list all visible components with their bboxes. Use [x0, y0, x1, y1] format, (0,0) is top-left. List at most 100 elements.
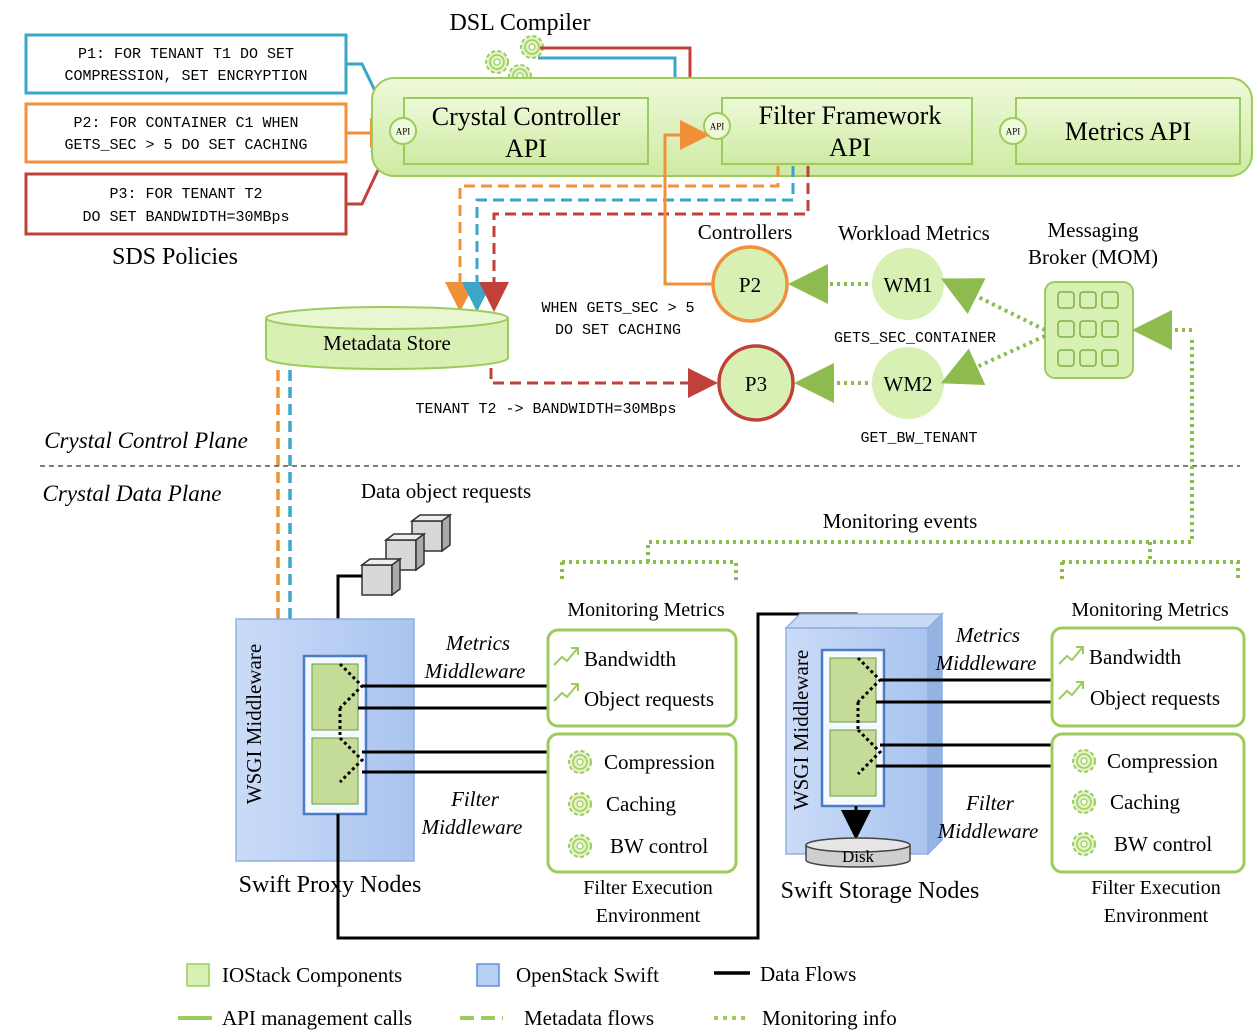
metrics-api[interactable]: Metrics API: [1015, 97, 1241, 165]
storage-bandwidth: Bandwidth: [1089, 645, 1182, 669]
svg-text:Metrics API: Metrics API: [1065, 117, 1191, 146]
caching-gear-icon: [1072, 790, 1096, 814]
metrics-api-badge: API: [999, 117, 1027, 145]
storage-object-requests: Object requests: [1090, 686, 1220, 710]
storage-caching: Caching: [1110, 790, 1180, 814]
p2-rule-line2: DO SET CACHING: [555, 322, 681, 339]
crystal-controller-api[interactable]: Crystal Controller API: [403, 97, 649, 165]
proxy-monitoring-metrics-box: Bandwidth Object requests: [546, 628, 738, 728]
controllers-label: Controllers: [698, 220, 793, 244]
legend-iostack-swatch: [186, 963, 210, 987]
controller-p2[interactable]: P2: [711, 245, 789, 323]
metadata-store[interactable]: Metadata Store: [265, 306, 509, 370]
monitoring-events-label: Monitoring events: [823, 509, 978, 533]
p2-rule-line1: WHEN GETS_SEC > 5: [541, 300, 694, 317]
messaging-broker-label-1: Messaging: [1048, 218, 1139, 242]
control-plane-label: Crystal Control Plane: [44, 428, 248, 453]
workload-metric-wm1[interactable]: WM1: [870, 246, 946, 322]
legend-metadata-flows: Metadata flows: [524, 1006, 654, 1030]
svg-text:P3: P3: [745, 372, 767, 396]
proxy-filter-exec-2: Environment: [596, 905, 701, 927]
proxy-filter-exec-box: Compression Caching BW control: [546, 732, 738, 874]
svg-text:WM1: WM1: [884, 273, 933, 297]
policy-p2-box: P2: FOR CONTAINER C1 WHEN GETS_SEC > 5 D…: [24, 102, 348, 164]
disk-icon: Disk: [805, 837, 911, 868]
storage-compression: Compression: [1107, 749, 1218, 773]
storage-metrics-mw-2: Middleware: [935, 651, 1037, 675]
svg-text:API: API: [1006, 127, 1021, 137]
legend-api-calls: API management calls: [222, 1006, 412, 1030]
bw-control-gear-icon: [1072, 832, 1096, 856]
messaging-broker-icon: [1044, 281, 1134, 379]
svg-text:Filter Framework: Filter Framework: [759, 101, 942, 130]
proxy-caching: Caching: [606, 792, 676, 816]
data-object-requests-label: Data object requests: [361, 479, 531, 503]
proxy-object-requests: Object requests: [584, 687, 714, 711]
swift-storage-nodes-label: Swift Storage Nodes: [781, 878, 980, 904]
proxy-wsgi-label: WSGI Middleware: [242, 644, 266, 804]
storage-wsgi-label: WSGI Middleware: [789, 650, 813, 810]
proxy-filter-mw-2: Middleware: [421, 815, 523, 839]
controller-p3[interactable]: P3: [717, 344, 795, 422]
svg-text:API: API: [710, 122, 725, 132]
policy-p2-line2: GETS_SEC > 5 DO SET CACHING: [64, 137, 307, 154]
swift-storage-node: WSGI Middleware: [784, 612, 944, 856]
legend: IOStack Components OpenStack Swift Data …: [178, 962, 897, 1030]
proxy-filter-mw-1: Filter: [450, 787, 500, 811]
proxy-bw-control: BW control: [610, 834, 708, 858]
storage-filter-mw-1: Filter: [965, 791, 1015, 815]
proxy-monitoring-metrics-label: Monitoring Metrics: [567, 599, 724, 621]
bw-control-gear-icon: [568, 834, 592, 858]
dsl-compiler-label: DSL Compiler: [449, 10, 590, 36]
storage-metrics-mw-1: Metrics: [955, 623, 1020, 647]
compression-gear-icon: [1072, 749, 1096, 773]
svg-text:API: API: [396, 127, 411, 137]
p3-rule-label: TENANT T2 -> BANDWIDTH=30MBps: [415, 401, 676, 418]
policy-p1-box: P1: FOR TENANT T1 DO SET COMPRESSION, SE…: [24, 33, 348, 95]
legend-openstack: OpenStack Swift: [516, 963, 659, 987]
storage-monitoring-metrics-box: Bandwidth Object requests: [1050, 626, 1246, 728]
proxy-bandwidth: Bandwidth: [584, 647, 677, 671]
sds-policies-label: SDS Policies: [112, 244, 238, 270]
swift-proxy-nodes-label: Swift Proxy Nodes: [239, 872, 422, 898]
storage-bw-control: BW control: [1114, 832, 1212, 856]
compression-gear-icon: [568, 750, 592, 774]
policy-p2-line1: P2: FOR CONTAINER C1 WHEN: [73, 115, 298, 132]
filter-framework-api[interactable]: Filter Framework API: [721, 97, 973, 165]
policy-p3-box: P3: FOR TENANT T2 DO SET BANDWIDTH=30MBp…: [24, 172, 348, 236]
policy-p1-line2: COMPRESSION, SET ENCRYPTION: [64, 68, 307, 85]
svg-text:Metadata Store: Metadata Store: [323, 331, 451, 355]
proxy-metrics-mw-2: Middleware: [424, 659, 526, 683]
caching-gear-icon: [568, 792, 592, 816]
messaging-broker-label-2: Broker (MOM): [1028, 245, 1158, 269]
wm2-metric-label: GET_BW_TENANT: [860, 430, 977, 447]
svg-text:Disk: Disk: [842, 847, 875, 866]
policy-p1-line1: P1: FOR TENANT T1 DO SET: [78, 46, 294, 63]
svg-text:WM2: WM2: [884, 372, 933, 396]
policy-p3-line1: P3: FOR TENANT T2: [109, 186, 262, 203]
storage-filter-exec-1: Filter Execution: [1091, 877, 1220, 899]
workload-metric-wm2[interactable]: WM2: [870, 345, 946, 421]
svg-text:P2: P2: [739, 273, 761, 297]
swift-proxy-node: WSGI Middleware: [235, 618, 415, 862]
wm1-metric-label: GETS_SEC_CONTAINER: [834, 330, 996, 347]
proxy-metrics-mw-1: Metrics: [445, 631, 510, 655]
svg-text:API: API: [505, 134, 547, 163]
storage-monitoring-metrics-label: Monitoring Metrics: [1071, 599, 1228, 621]
legend-data-flows: Data Flows: [760, 962, 856, 986]
svg-text:API: API: [829, 133, 871, 162]
svg-text:Crystal Controller: Crystal Controller: [432, 102, 621, 131]
policy-p3-line2: DO SET BANDWIDTH=30MBps: [82, 209, 289, 226]
proxy-filter-exec-1: Filter Execution: [583, 877, 712, 899]
data-object-cubes-icon: [359, 513, 453, 597]
legend-iostack: IOStack Components: [222, 963, 402, 987]
proxy-compression: Compression: [604, 750, 715, 774]
storage-filter-mw-2: Middleware: [937, 819, 1039, 843]
legend-monitoring-info: Monitoring info: [762, 1006, 897, 1030]
storage-filter-exec-box: Compression Caching BW control: [1050, 732, 1246, 874]
workload-metrics-label: Workload Metrics: [838, 221, 990, 245]
data-plane-label: Crystal Data Plane: [43, 481, 222, 506]
storage-filter-exec-2: Environment: [1104, 905, 1209, 927]
crystal-controller-api-badge: API: [389, 117, 417, 145]
